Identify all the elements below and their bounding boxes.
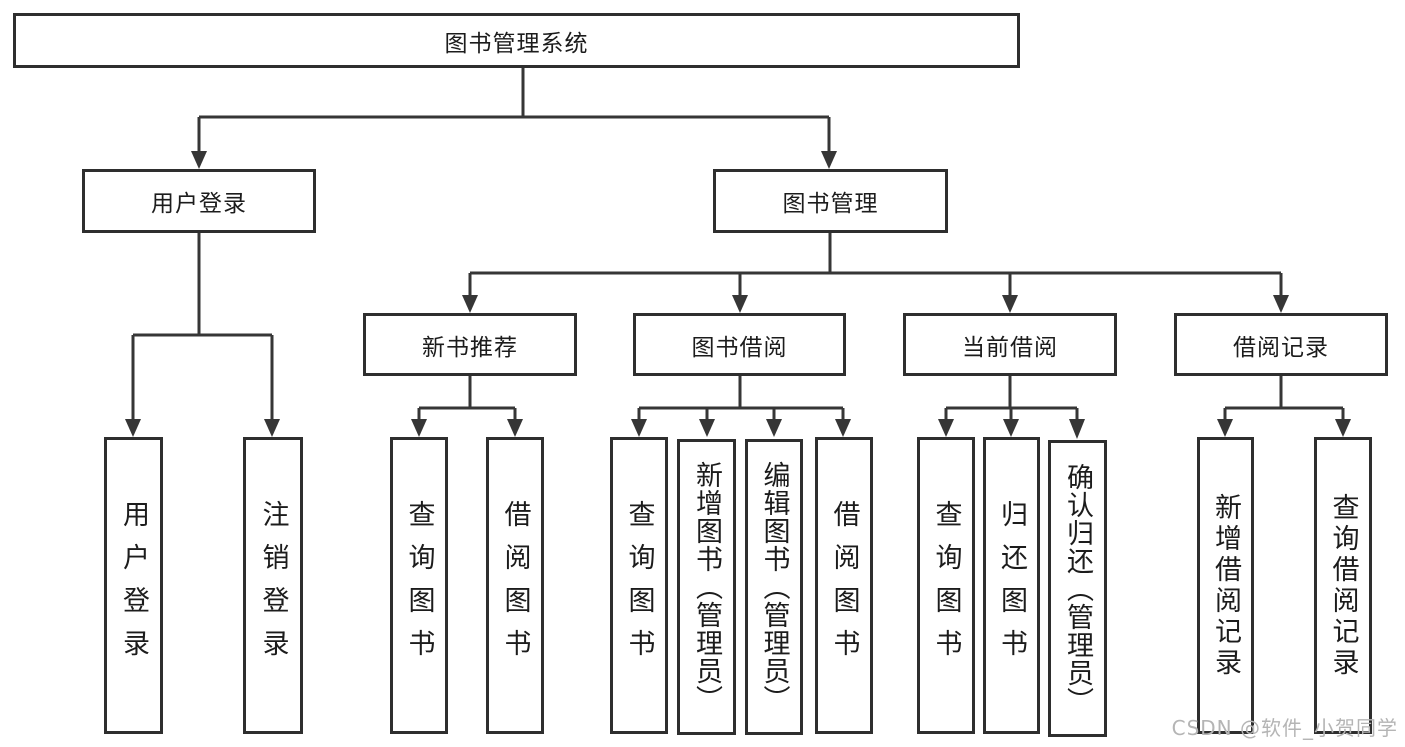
connector-newbook-children <box>417 376 517 422</box>
node-leaf-logout: 注销登录 <box>243 437 303 734</box>
node-leaf-query-borrow-record-label: 查询借阅记录 <box>1327 492 1359 679</box>
node-root-system: 图书管理系统 <box>13 13 1020 68</box>
node-leaf-user-login: 用户登录 <box>104 437 163 734</box>
node-leaf-query-books-1-label: 查询图书 <box>403 499 435 672</box>
node-book-borrowing-label: 图书借阅 <box>691 334 788 361</box>
node-leaf-logout-label: 注销登录 <box>257 499 289 672</box>
node-leaf-borrow-books-1: 借阅图书 <box>486 437 544 734</box>
node-user-login: 用户登录 <box>82 169 316 233</box>
node-current-borrowing: 当前借阅 <box>903 313 1117 376</box>
node-leaf-borrow-books-1-label: 借阅图书 <box>499 499 531 672</box>
csdn-watermark: CSDN @软件_小贺同学 <box>1171 716 1398 740</box>
node-leaf-add-borrow-record: 新增借阅记录 <box>1197 437 1254 734</box>
node-new-book-recommend: 新书推荐 <box>363 313 577 376</box>
connector-userlogin-children <box>131 233 274 422</box>
node-leaf-edit-books-admin-label: 编辑图书（管理员） <box>758 461 790 713</box>
connector-currentborrow-children <box>944 376 1079 422</box>
node-leaf-confirm-return-admin: 确认归还（管理员） <box>1048 440 1107 737</box>
connector-borrowrecord-children <box>1223 376 1345 422</box>
node-leaf-borrow-books-2-label: 借阅图书 <box>828 499 860 672</box>
node-leaf-query-books-2-label: 查询图书 <box>623 499 655 672</box>
node-new-book-recommend-label: 新书推荐 <box>422 334 518 361</box>
node-leaf-edit-books-admin: 编辑图书（管理员） <box>745 439 803 735</box>
connector-root-to-level2 <box>197 68 831 154</box>
node-leaf-query-books-3: 查询图书 <box>917 437 975 734</box>
node-leaf-query-books-3-label: 查询图书 <box>930 499 962 672</box>
node-leaf-add-books-admin-label: 新增图书（管理员） <box>691 461 722 713</box>
node-leaf-user-login-label: 用户登录 <box>118 499 149 672</box>
node-book-borrowing: 图书借阅 <box>633 313 846 376</box>
connector-bookmgmt-level3 <box>468 233 1283 298</box>
node-leaf-borrow-books-2: 借阅图书 <box>815 437 873 734</box>
node-leaf-add-books-admin: 新增图书（管理员） <box>677 439 736 735</box>
node-leaf-confirm-return-admin-label: 确认归还（管理员） <box>1062 462 1093 715</box>
node-leaf-query-borrow-record: 查询借阅记录 <box>1314 437 1372 734</box>
node-borrowing-records: 借阅记录 <box>1174 313 1388 376</box>
node-leaf-query-books-1: 查询图书 <box>390 437 448 734</box>
node-leaf-return-books: 归还图书 <box>983 437 1040 734</box>
node-borrowing-records-label: 借阅记录 <box>1233 334 1329 361</box>
node-book-management: 图书管理 <box>713 169 948 233</box>
connector-bookborrow-children <box>637 376 845 422</box>
node-root-label: 图书管理系统 <box>444 30 589 57</box>
node-leaf-add-borrow-record-label: 新增借阅记录 <box>1210 492 1241 679</box>
node-leaf-query-books-2: 查询图书 <box>610 437 668 734</box>
node-book-management-label: 图书管理 <box>782 191 879 217</box>
node-current-borrowing-label: 当前借阅 <box>962 334 1058 361</box>
node-user-login-label: 用户登录 <box>151 191 247 217</box>
node-leaf-return-books-label: 归还图书 <box>996 499 1027 672</box>
